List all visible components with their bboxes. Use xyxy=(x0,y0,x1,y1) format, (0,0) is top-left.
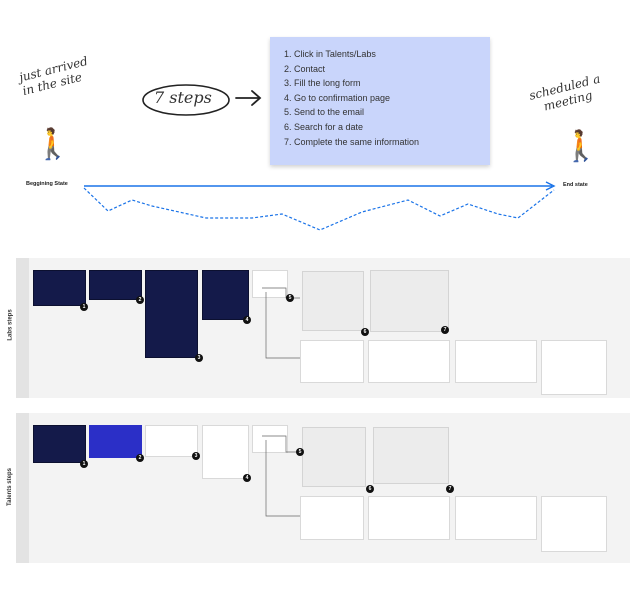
talents-screen-form xyxy=(202,425,249,479)
labs-step-badge: 2 xyxy=(136,296,144,304)
labs-screen-form xyxy=(202,270,249,320)
journey-arrows xyxy=(83,181,556,231)
talents-step-badge: 7 xyxy=(446,485,454,493)
labs-screen-email-detail xyxy=(370,270,449,332)
labs-step-badge: 3 xyxy=(195,354,203,362)
talents-screen-calendar-1 xyxy=(300,496,364,540)
step-item: 4. Go to confirmation page xyxy=(284,92,391,103)
labs-screen-calendar-4 xyxy=(541,340,607,395)
end-state-label: End state xyxy=(563,182,588,188)
talents-step-badge: 5 xyxy=(296,448,304,456)
talents-screen-services xyxy=(89,425,142,458)
labs-step-badge: 6 xyxy=(361,328,369,336)
talents-step-badge: 4 xyxy=(243,474,251,482)
labs-screen-contact xyxy=(145,270,198,358)
step-item: 1. Click in Talents/Labs xyxy=(284,49,376,59)
talents-screen-confirmation xyxy=(252,425,288,453)
step-item: 6. Search for a date xyxy=(284,121,364,132)
steps-sticky-note: 1. Click in Talents/Labs 2. Contact 3. F… xyxy=(270,37,490,165)
step-item: 2. Contact xyxy=(284,63,326,74)
talents-step-badge: 2 xyxy=(136,454,144,462)
talents-step-badge: 3 xyxy=(192,452,200,460)
labs-step-badge: 7 xyxy=(441,326,449,334)
talents-screen-calendar-4 xyxy=(541,496,607,552)
labs-screen-calendar-2 xyxy=(368,340,450,383)
labs-screen-services xyxy=(89,270,142,300)
talents-screen-calendar-2 xyxy=(368,496,450,540)
steps-bubble-text: 7 steps xyxy=(154,88,212,107)
end-person-icon: 🚶 xyxy=(562,130,600,163)
talents-screen-email-detail xyxy=(373,427,449,484)
labs-step-badge: 4 xyxy=(243,316,251,324)
start-state-label: Beggining State xyxy=(26,181,68,187)
talents-flow-label-strip xyxy=(16,413,29,563)
talents-step-badge: 1 xyxy=(80,460,88,468)
steps-bubble-outline xyxy=(142,84,262,116)
step-item: 7. Complete the same information xyxy=(284,136,420,147)
labs-step-badge: 5 xyxy=(286,294,294,302)
labs-screen-calendar-1 xyxy=(300,340,364,383)
labs-step-badge: 1 xyxy=(80,303,88,311)
talents-screen-email xyxy=(302,427,366,487)
labs-screen-email xyxy=(302,271,364,331)
labs-screen-confirmation xyxy=(252,270,288,298)
talents-screen-calendar-3 xyxy=(455,496,537,540)
talents-screen-home xyxy=(33,425,86,463)
step-item: 3. Fill the long form xyxy=(284,78,361,89)
labs-screen-home xyxy=(33,270,86,306)
talents-screen-contact xyxy=(145,425,198,457)
labs-flow-label-strip xyxy=(16,258,29,398)
labs-screen-calendar-3 xyxy=(455,340,537,383)
start-person-icon: 🚶 xyxy=(34,128,72,161)
talents-step-badge: 6 xyxy=(366,485,374,493)
step-item: 5. Send to the email xyxy=(284,107,365,118)
